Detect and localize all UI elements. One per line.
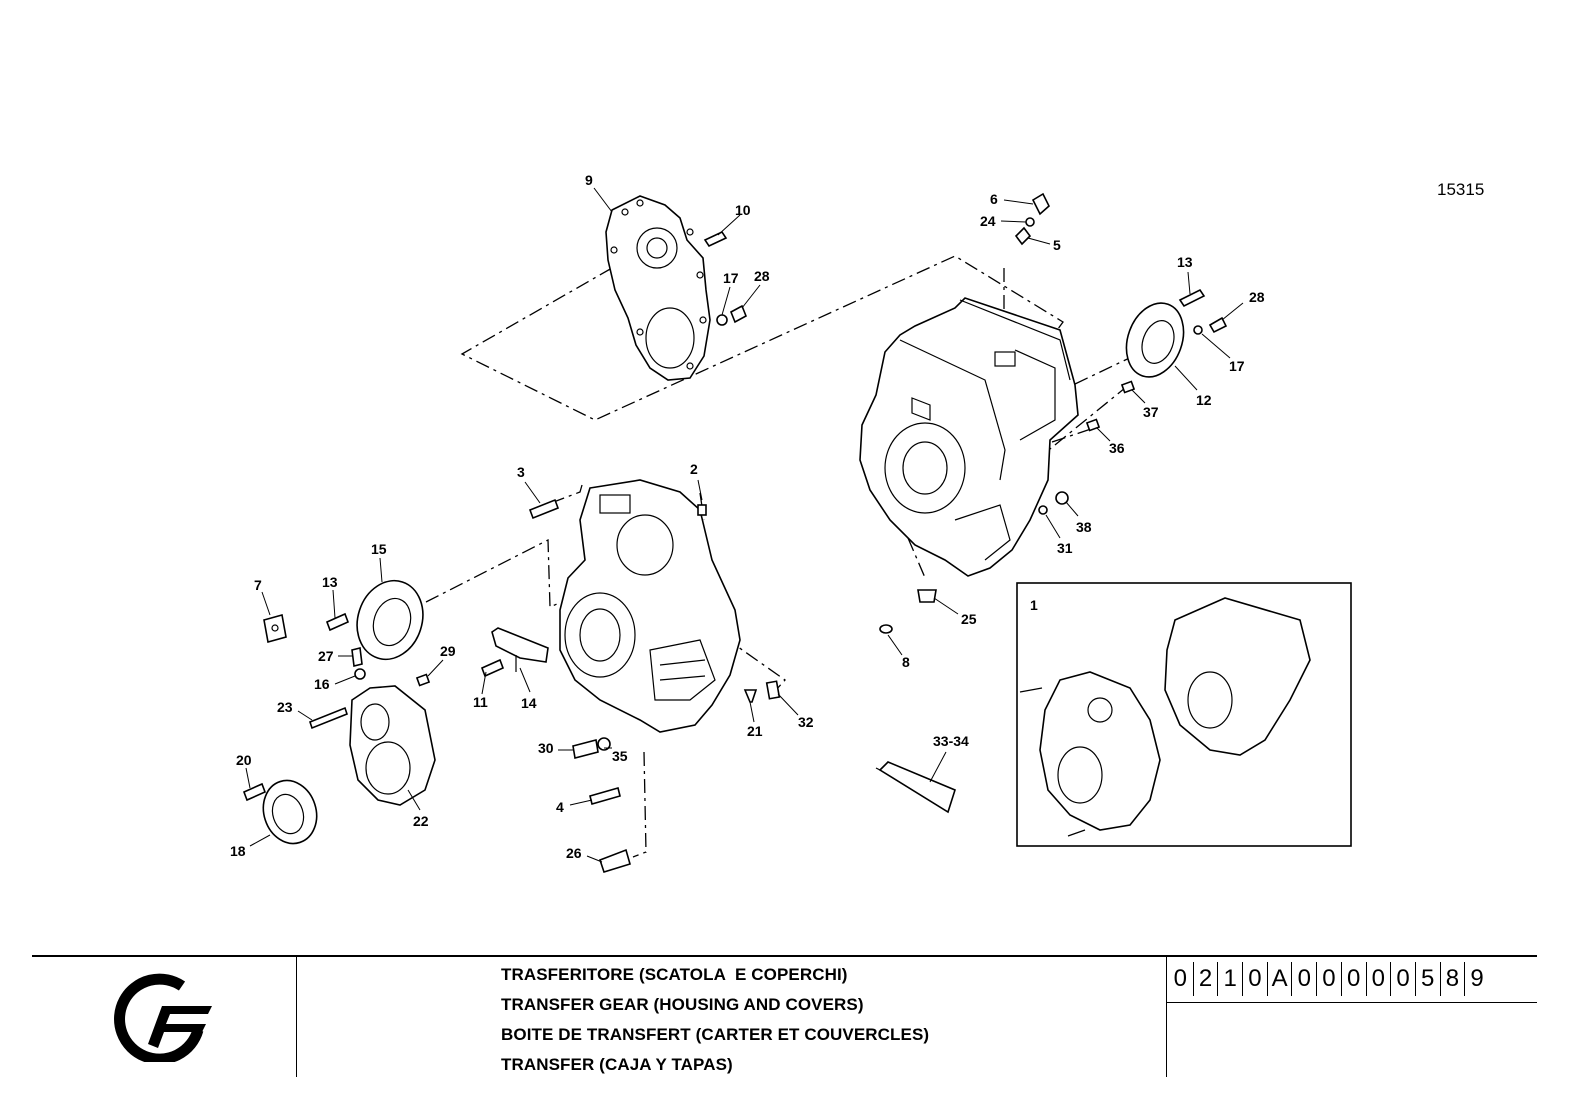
brand-logo-icon — [114, 973, 212, 1062]
callout-33-34: 33-34 — [933, 733, 969, 749]
seal-cover-12 — [1125, 302, 1185, 378]
callout-9: 9 — [585, 172, 593, 188]
ring-18 — [262, 779, 318, 845]
transfer-housing-front — [559, 479, 741, 733]
callout-28a: 28 — [754, 268, 770, 284]
title-english: TRANSFER GEAR (HOUSING AND COVERS) — [501, 995, 864, 1014]
part-code-char: 0 — [1291, 962, 1316, 996]
plate-7 — [263, 613, 287, 644]
callout-16: 16 — [314, 676, 330, 692]
title-spanish: TRANSFER (CAJA Y TAPAS) — [501, 1055, 733, 1074]
title-block-divider — [1166, 956, 1167, 1077]
part-code-char: 1 — [1217, 962, 1242, 996]
callout-17a: 17 — [723, 270, 739, 286]
part-code-char: 0 — [1365, 962, 1391, 996]
callout-11: 11 — [473, 694, 488, 710]
callout-25: 25 — [961, 611, 977, 627]
title-block-divider — [296, 956, 297, 1077]
callout-14: 14 — [521, 695, 537, 711]
assembled-view-inset: 1 — [1016, 582, 1352, 847]
part-code-char: 2 — [1192, 962, 1218, 996]
part-code-char: 0 — [1242, 962, 1267, 996]
callout-31: 31 — [1057, 540, 1073, 556]
sealant-tube-33-34 — [875, 761, 956, 814]
exploded-parts-diagram: 15315 — [230, 172, 1484, 873]
cover-plate-9 — [605, 195, 711, 381]
title-italian: TRASFERITORE (SCATOLA E COPERCHI) — [501, 965, 848, 984]
leader-lines — [245, 187, 1244, 863]
callout-38: 38 — [1076, 519, 1092, 535]
callout-18: 18 — [230, 843, 246, 859]
callout-6: 6 — [990, 191, 998, 207]
callout-23: 23 — [277, 699, 293, 715]
title-french: BOITE DE TRANSFERT (CARTER ET COUVERCLES… — [501, 1025, 930, 1044]
callout-28b: 28 — [1249, 289, 1265, 305]
callout-12: 12 — [1196, 392, 1212, 408]
callout-35: 35 — [612, 748, 628, 764]
callout-36: 36 — [1109, 440, 1125, 456]
callout-21: 21 — [747, 723, 763, 739]
callout-17b: 17 — [1229, 358, 1245, 374]
fasteners — [242, 192, 1228, 873]
part-code-char: 0 — [1173, 965, 1188, 992]
title-block-rule — [32, 955, 1537, 957]
callout-2: 2 — [690, 461, 698, 477]
callout-3: 3 — [517, 464, 525, 480]
callout-7: 7 — [254, 577, 262, 593]
drawing-titles: TRASFERITORE (SCATOLA E COPERCHI) TRANSF… — [501, 960, 929, 1080]
plate-32 — [765, 680, 781, 700]
callout-13b: 13 — [322, 574, 338, 590]
callout-13a: 13 — [1177, 254, 1193, 270]
part-code-char: 5 — [1414, 962, 1440, 996]
callout-20: 20 — [236, 752, 252, 768]
part-code-char: 0 — [1316, 962, 1341, 996]
callout-15: 15 — [371, 541, 387, 557]
callout-26: 26 — [566, 845, 582, 861]
callout-22: 22 — [413, 813, 429, 829]
code-underline — [1166, 1002, 1537, 1003]
cover-22 — [349, 685, 436, 806]
callout-27: 27 — [318, 648, 334, 664]
part-code-char: 0 — [1340, 962, 1366, 996]
callout-32: 32 — [798, 714, 814, 730]
callout-4: 4 — [556, 799, 564, 815]
drawing-number: 15315 — [1437, 180, 1484, 199]
callout-5: 5 — [1053, 237, 1061, 253]
callout-labels: 9 10 17 28 6 24 5 13 28 17 12 37 36 38 3… — [230, 172, 1265, 861]
transfer-housing-main — [859, 297, 1079, 577]
inset-label: 1 — [1030, 597, 1038, 613]
callout-8: 8 — [902, 654, 910, 670]
callout-24: 24 — [980, 213, 996, 229]
callout-29: 29 — [440, 643, 456, 659]
callout-10: 10 — [735, 202, 751, 218]
part-code-char: 9 — [1464, 962, 1489, 996]
flange-15 — [356, 579, 424, 661]
callout-30: 30 — [538, 740, 554, 756]
part-code-char: 0 — [1390, 962, 1415, 996]
bracket-14 — [491, 627, 549, 672]
part-code-char: 8 — [1439, 962, 1465, 996]
part-code: 0 2 1 0 A 0 0 0 0 0 5 8 9 — [1168, 962, 1489, 996]
part-code-char: A — [1266, 962, 1292, 996]
callout-37: 37 — [1143, 404, 1159, 420]
title-block: TRASFERITORE (SCATOLA E COPERCHI) TRANSF… — [0, 950, 1579, 1116]
